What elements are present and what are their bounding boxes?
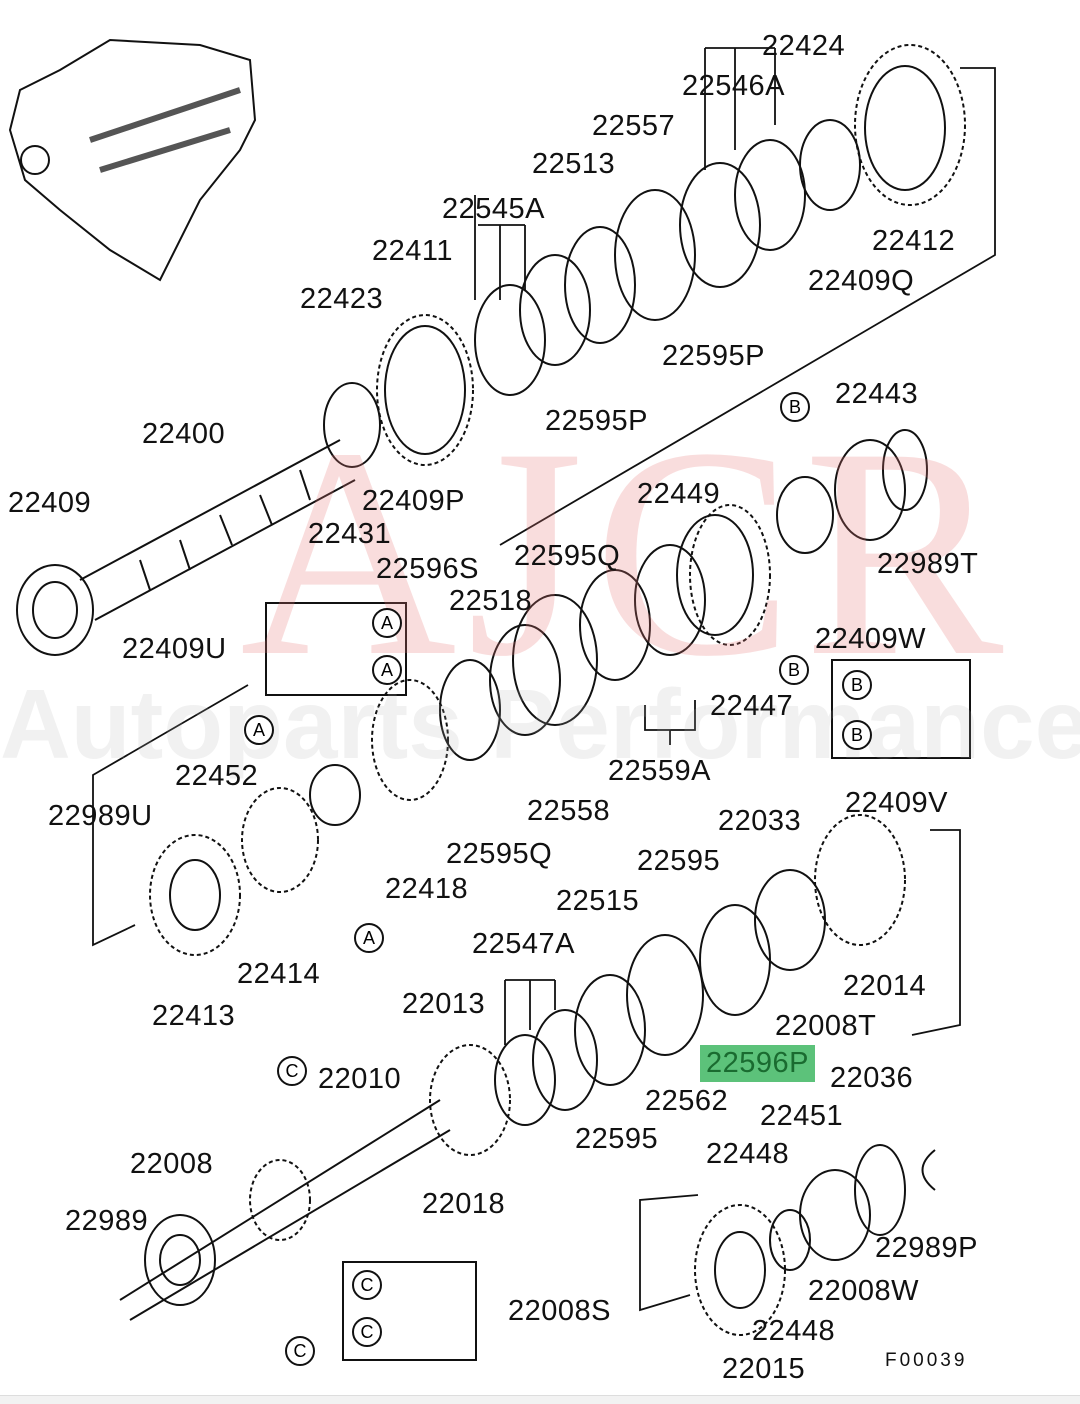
callout-b: B: [780, 392, 810, 422]
part-label[interactable]: 22562: [645, 1085, 729, 1117]
watermark-brand: AJCR: [240, 386, 1014, 718]
part-label[interactable]: 22448: [706, 1138, 790, 1170]
part-label[interactable]: 22595Q: [446, 838, 553, 870]
bearing-set-box-a: [265, 602, 407, 696]
callout-c: C: [277, 1056, 307, 1086]
part-label[interactable]: 22989U: [48, 800, 153, 832]
part-label[interactable]: 22015: [722, 1353, 806, 1385]
input-shaft-assembly: [16, 44, 966, 656]
part-label[interactable]: 22400: [142, 418, 226, 450]
part-label[interactable]: 22008T: [775, 1010, 877, 1042]
watermark-tagline: Autoparts Performance: [0, 669, 1080, 779]
callout-a: A: [372, 655, 402, 685]
transmission-thumbnail: [8, 38, 257, 282]
callout-b: B: [842, 670, 872, 700]
part-label[interactable]: 22018: [422, 1188, 506, 1220]
part-label[interactable]: 22418: [385, 873, 469, 905]
callout-c: C: [285, 1336, 315, 1366]
part-label[interactable]: 22595P: [662, 340, 765, 372]
highlighted-part-label[interactable]: 22596P: [700, 1045, 815, 1082]
part-label[interactable]: 22409: [8, 487, 92, 519]
part-label[interactable]: 22449: [637, 478, 721, 510]
part-label[interactable]: 22545A: [442, 193, 545, 225]
part-label[interactable]: 22447: [710, 690, 794, 722]
callout-b: B: [842, 720, 872, 750]
part-label[interactable]: 22008W: [808, 1275, 920, 1307]
part-label[interactable]: 22423: [300, 283, 384, 315]
leader-lines: [92, 47, 996, 1312]
part-label[interactable]: 22989T: [877, 548, 979, 580]
part-label[interactable]: 22424: [762, 30, 846, 62]
part-label[interactable]: 22412: [872, 225, 956, 257]
part-label[interactable]: 22414: [237, 958, 321, 990]
part-label[interactable]: 22595: [637, 845, 721, 877]
callout-b: B: [779, 655, 809, 685]
part-label[interactable]: 22033: [718, 805, 802, 837]
counter-shaft-assembly: [149, 429, 928, 956]
part-label[interactable]: 22595Q: [514, 540, 621, 572]
part-label[interactable]: 22008S: [508, 1295, 611, 1327]
part-label[interactable]: 22448: [752, 1315, 836, 1347]
part-label[interactable]: 22409P: [362, 485, 465, 517]
part-label[interactable]: 22443: [835, 378, 919, 410]
callout-a: A: [244, 715, 274, 745]
part-label[interactable]: 22010: [318, 1063, 402, 1095]
part-label[interactable]: 22989: [65, 1205, 149, 1237]
part-label[interactable]: 22013: [402, 988, 486, 1020]
bearing-set-box-c: [342, 1261, 477, 1361]
callout-a: A: [354, 923, 384, 953]
part-label[interactable]: 22409V: [845, 787, 948, 819]
part-label[interactable]: 22547A: [472, 928, 575, 960]
part-label[interactable]: 22557: [592, 110, 676, 142]
bottom-divider: [0, 1395, 1080, 1404]
part-label[interactable]: 22452: [175, 760, 259, 792]
part-label[interactable]: 22596S: [376, 553, 479, 585]
part-label[interactable]: 22014: [843, 970, 927, 1002]
part-label[interactable]: 22989P: [875, 1232, 978, 1264]
callout-a: A: [372, 608, 402, 638]
part-label[interactable]: 22036: [830, 1062, 914, 1094]
part-label[interactable]: 22513: [532, 148, 616, 180]
output-shaft-assembly: [119, 814, 936, 1336]
callout-c: C: [352, 1270, 382, 1300]
part-label[interactable]: 22595: [575, 1123, 659, 1155]
part-label[interactable]: 22546A: [682, 70, 785, 102]
callout-c: C: [352, 1317, 382, 1347]
part-label[interactable]: 22409W: [815, 623, 927, 655]
part-label[interactable]: 22409Q: [808, 265, 915, 297]
part-label[interactable]: 22409U: [122, 633, 227, 665]
bearing-set-box-b: [831, 659, 971, 759]
part-label[interactable]: 22413: [152, 1000, 236, 1032]
part-label[interactable]: 22518: [449, 585, 533, 617]
part-label[interactable]: 22451: [760, 1100, 844, 1132]
part-label[interactable]: 22558: [527, 795, 611, 827]
part-label[interactable]: 22008: [130, 1148, 214, 1180]
part-label[interactable]: 22515: [556, 885, 640, 917]
part-label[interactable]: 22595P: [545, 405, 648, 437]
part-label[interactable]: 22431: [308, 518, 392, 550]
part-label[interactable]: 22411: [372, 235, 453, 267]
figure-code: F00039: [885, 1350, 968, 1371]
part-label[interactable]: 22559A: [608, 755, 711, 787]
